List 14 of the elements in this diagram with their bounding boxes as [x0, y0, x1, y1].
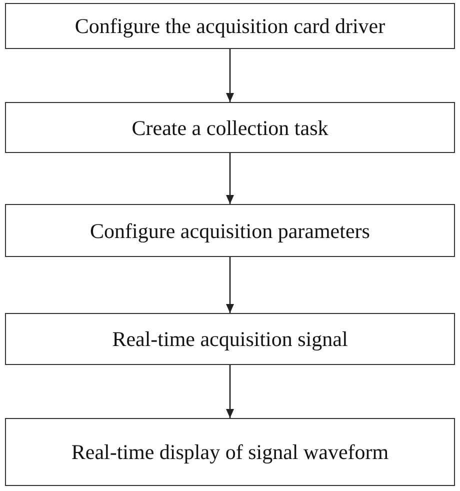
process-box [5, 102, 455, 153]
arrow [226, 365, 234, 418]
step-text: Real-time display of signal waveform [71, 439, 389, 465]
process-box [5, 3, 455, 49]
arrow [226, 49, 234, 102]
step-text: Configure acquisition parameters [90, 218, 370, 244]
process-box [5, 418, 455, 486]
step-text: Create a collection task [132, 114, 328, 140]
arrow [226, 153, 234, 204]
arrow [226, 257, 234, 313]
step-text: Configure the acquisition card driver [74, 13, 386, 39]
process-box [5, 313, 455, 365]
step-text: Real-time acquisition signal [112, 326, 348, 352]
process-box [5, 204, 455, 257]
